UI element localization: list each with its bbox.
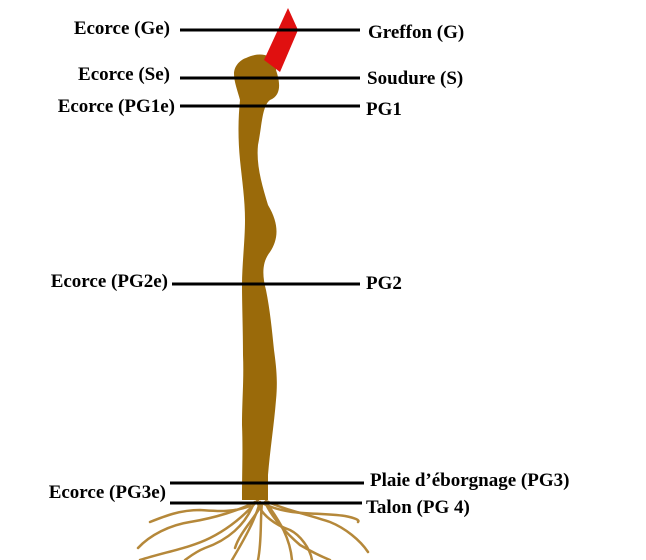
label-ecorce-ge: Ecorce (Ge): [30, 18, 170, 40]
label-pg2: PG2: [366, 273, 402, 295]
scion-graft: [264, 8, 298, 72]
label-greffon: Greffon (G): [368, 22, 464, 44]
label-talon: Talon (PG 4): [366, 497, 470, 519]
rootstock-stem: [234, 55, 279, 500]
label-pg1: PG1: [366, 99, 402, 121]
label-ecorce-se: Ecorce (Se): [30, 64, 170, 86]
label-ecorce-pg3e: Ecorce (PG3e): [6, 482, 166, 504]
label-soudure: Soudure (S): [367, 68, 463, 90]
roots: [138, 500, 368, 560]
label-plaie-eborgnage: Plaie d’éborgnage (PG3): [370, 470, 569, 492]
label-ecorce-pg1e: Ecorce (PG1e): [10, 96, 175, 118]
label-ecorce-pg2e: Ecorce (PG2e): [4, 271, 168, 293]
